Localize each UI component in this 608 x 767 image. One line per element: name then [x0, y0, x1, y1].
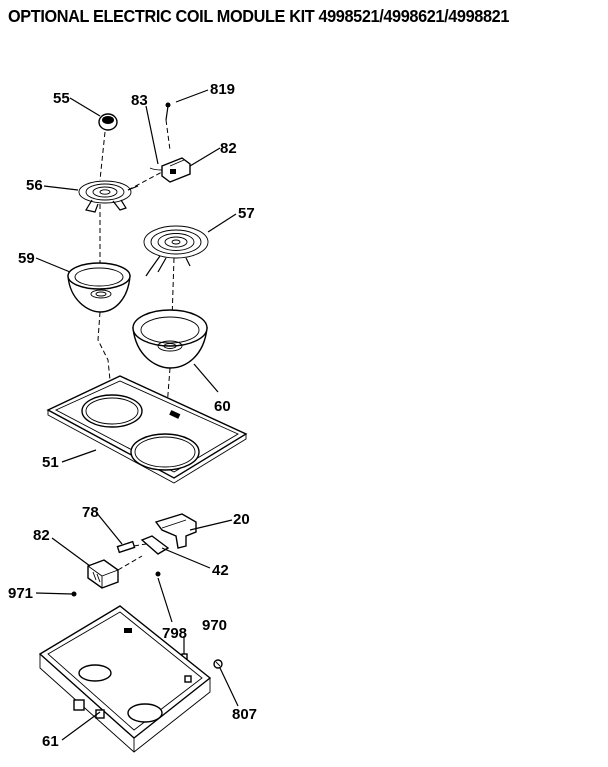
label-78: 78 — [82, 504, 99, 521]
label-59: 59 — [18, 250, 35, 267]
label-970: 970 — [202, 617, 227, 634]
label-56: 56 — [26, 177, 43, 194]
part-82-receptacle-bottom — [87, 559, 119, 589]
label-83: 83 — [131, 92, 148, 109]
part-82-receptacle-top — [161, 157, 191, 183]
part-819-screw — [165, 102, 171, 121]
label-57: 57 — [238, 205, 255, 222]
part-57-large-coil — [143, 225, 209, 277]
part-20-bracket — [154, 513, 197, 549]
part-42-plate — [140, 535, 170, 555]
part-807-screw — [213, 659, 223, 669]
part-61-pan — [38, 605, 212, 753]
label-819: 819 — [210, 81, 235, 98]
leader-lines — [35, 89, 239, 741]
part-798-screw — [155, 571, 161, 577]
label-51: 51 — [42, 454, 59, 471]
part-56-small-coil — [78, 180, 139, 213]
label-20: 20 — [233, 511, 250, 528]
label-42: 42 — [212, 562, 229, 579]
label-807: 807 — [232, 706, 257, 723]
part-51-trim-frame — [46, 375, 248, 484]
label-798: 798 — [162, 625, 187, 642]
label-82-top: 82 — [220, 140, 237, 157]
part-971-screw — [71, 591, 77, 597]
diagram-title: OPTIONAL ELECTRIC COIL MODULE KIT 499852… — [8, 6, 510, 26]
label-971: 971 — [8, 585, 33, 602]
label-82-bottom: 82 — [33, 527, 50, 544]
part-83-wire — [149, 167, 163, 171]
label-55: 55 — [53, 90, 70, 107]
label-61: 61 — [42, 733, 59, 750]
part-78-pin — [116, 540, 136, 554]
label-60: 60 — [214, 398, 231, 415]
part-55-knob — [98, 113, 118, 131]
part-59-small-drip-bowl — [67, 262, 131, 313]
part-60-large-drip-bowl — [132, 309, 208, 369]
part-labels: 55 83 819 82 56 57 59 60 51 78 20 82 42 … — [8, 81, 257, 750]
